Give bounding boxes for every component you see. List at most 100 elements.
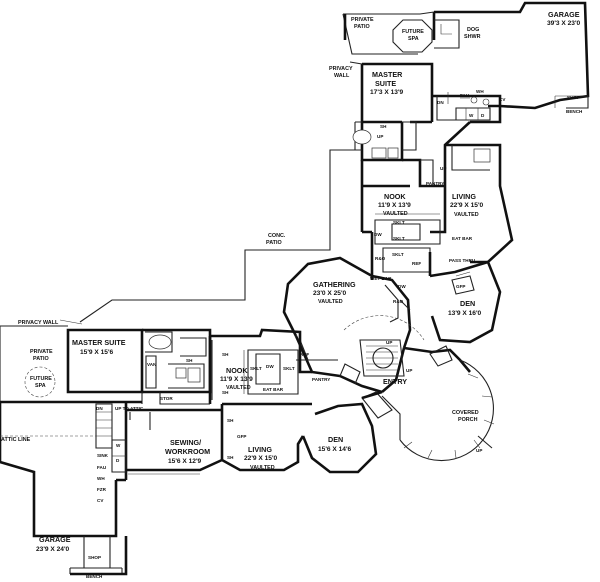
rbo-wet-bar: R&O [393,299,404,304]
eat-bar-left: EAT BAR [263,387,284,392]
pantry-top: PANTRY [426,181,444,186]
nook-top-dim: 11'9 X 13'9 [378,202,411,209]
future-spa-left-2: SPA [35,383,46,389]
washer-left: W [116,443,121,448]
room-labels: GARAGE 39'3 X 23'0 SHOP BENCH PRIVATE PA… [1,10,583,579]
nook-left-vaulted: VAULTED [226,385,251,391]
privacy-wall-top-1: PRIVACY [329,66,353,72]
pantry-left: PANTRY [312,377,330,382]
sewing-dim: 15'6 X 12'9 [168,458,202,465]
master-top-name-2: SUITE [375,79,396,88]
sh-top: SH [380,124,387,129]
cv-left: CV [97,498,104,503]
sh-left-1: SH [222,352,229,357]
cv-top: CV [499,97,506,102]
den-right-dim: 13'9 X 16'0 [448,310,482,317]
dryer-top: D [481,113,485,118]
master-top-dim: 17'3 X 13'9 [370,89,404,96]
eat-bar-top: EAT BAR [452,236,473,241]
utility-detail-top [447,92,491,121]
washer-top: W [469,113,474,118]
sklt-top-1: SKLT [393,220,405,225]
attic-line: ATTIC LINE [1,437,31,443]
up-entry-2: UP [406,368,412,373]
master-left-name: MASTER SUITE [72,338,126,347]
nook-top-name: NOOK [384,192,406,201]
stor-left: STOR [160,396,173,401]
top-wing-walls [342,1,590,280]
sklt-left-1: SKLT [250,366,262,371]
conc-patio-1: CONC. [268,233,286,239]
dw-wet-bar: DW [398,284,406,289]
private-patio-left-2: PATIO [33,356,49,362]
entry-label: ENTRY [383,377,407,386]
garage-left-dim: 23'9 X 24'0 [36,546,70,553]
den-left-dim: 15'6 X 14'6 [318,446,352,453]
covered-porch-1: COVERED [452,410,479,416]
rbo-top: R&O [375,256,386,261]
sklt-top-3: SKLT [392,252,404,257]
sklt-left-2: SKLT [283,366,295,371]
fzr-left: FZR [97,487,107,492]
up-top-stair: UP [440,166,446,171]
living-top-vaulted: VAULTED [454,212,479,218]
pass-thru-top: PASS THRU [449,258,476,263]
gathering-name: GATHERING [313,280,356,289]
sh-left-3: SH [227,418,234,423]
nook-top-vaulted: VAULTED [383,211,408,217]
ref-left: REF [300,352,309,357]
shop-left: SHOP [88,555,101,560]
garage-left-name: GARAGE [39,535,71,544]
dog-shwr-1: DOG [467,27,479,33]
patio-boundary [79,61,363,323]
private-patio-left-1: PRIVATE [30,349,53,355]
up-porch: UP [476,448,482,453]
sewing-name-1: SEWING/ [170,438,201,447]
dn-top: DN [437,100,444,105]
private-patio-top-2: PATIO [354,24,370,30]
dw-left: DW [266,364,274,369]
sh-left-4: SH [227,455,234,460]
living-left-dim: 22'9 X 15'0 [244,455,278,462]
shop-label-top: SHOP [567,95,580,100]
living-top-name: LIVING [452,192,476,201]
future-spa-top-1: FUTURE [402,29,424,35]
sh-master-left: SH [186,358,193,363]
living-left-name: LIVING [248,445,272,454]
up-top-bath: UP [377,134,383,139]
wh-top: WH [476,89,484,94]
fau-left: FAU [97,465,107,470]
left-wing-walls [0,319,378,576]
ref-top: REF [412,261,421,266]
dw-top: DW [374,232,382,237]
den-left-name: DEN [328,435,343,444]
future-spa-top-2: SPA [408,36,419,42]
gathering-walls [282,256,502,419]
bench-label-top: BENCH [566,109,583,114]
gfp-right: GFP [456,284,465,289]
living-top-dim: 22'9 X 15'0 [450,202,484,209]
garage-top-dim: 39'3 X 23'0 [547,20,581,27]
sklt-top-2: SKLT [393,236,405,241]
future-spa-left-1: FUTURE [30,376,52,382]
garage-top-name: GARAGE [548,10,580,19]
gfp-left: GFP [237,434,246,439]
living-left-vaulted: VAULTED [250,465,275,471]
sewing-name-2: WORKROOM [165,447,210,456]
dog-shwr-2: SHWR [464,34,481,40]
master-top-name-1: MASTER [372,70,403,79]
van-left: VAN [147,362,157,367]
up-to-attic: UP TO ATTIC [115,406,144,411]
covered-porch [381,345,495,462]
bench-left: BENCH [86,574,103,579]
privacy-wall-top-2: WALL [334,73,350,79]
master-left-dim: 15'9 X 15'6 [80,349,114,356]
dn-left: DN [96,406,103,411]
sink-left: SINK [97,453,109,458]
gathering-dim: 23'0 X 25'0 [313,290,347,297]
conc-patio-2: PATIO [266,240,282,246]
nook-left-name: NOOK [226,366,248,375]
den-right-name: DEN [460,299,475,308]
dryer-left: D [116,458,120,463]
covered-porch-2: PORCH [458,417,478,423]
